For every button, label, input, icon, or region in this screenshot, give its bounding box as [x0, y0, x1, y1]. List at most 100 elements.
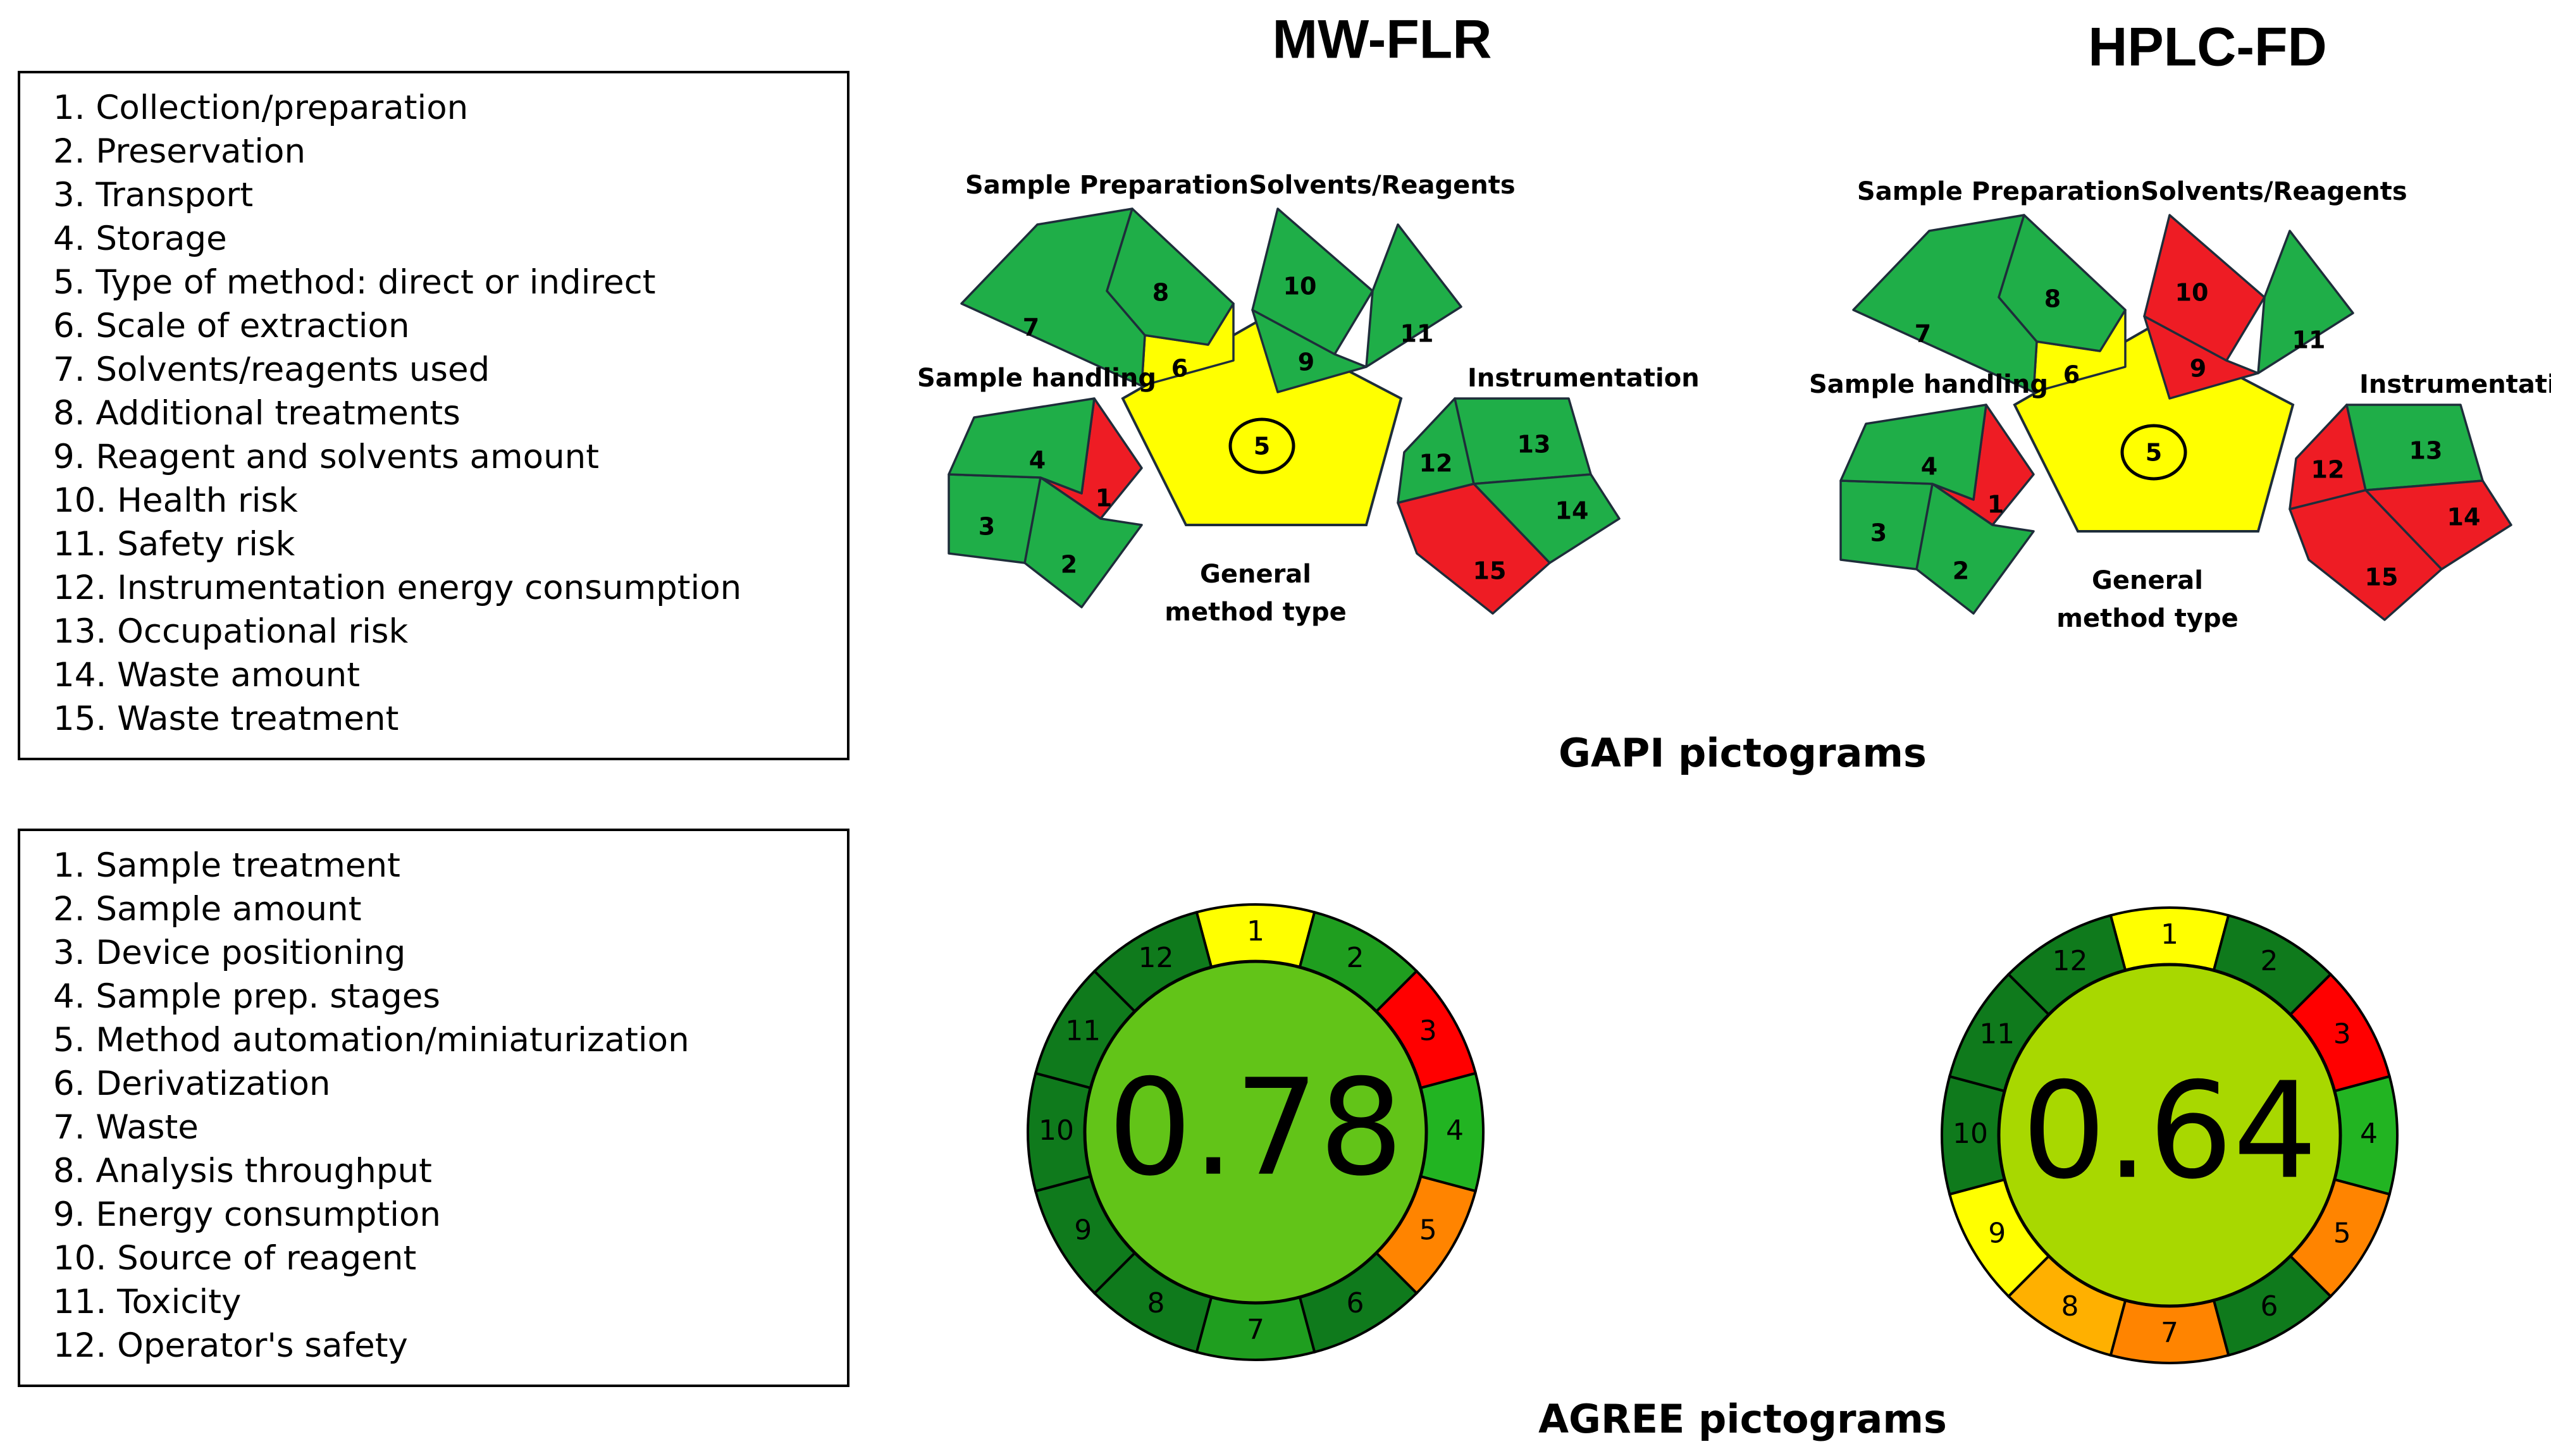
agree-segment-label-9: 9 [1988, 1218, 2006, 1250]
gapi-number-4: 4 [1921, 453, 1937, 481]
gapi-region-8 [1998, 214, 2127, 352]
agree-segment-label-11: 11 [1065, 1015, 1101, 1047]
agree-segment-label-2: 2 [1347, 942, 1364, 974]
gapi-region-4 [1839, 404, 1987, 501]
gapi-label-sample-handling: Sample handling [1809, 370, 2048, 399]
gapi-number-12: 12 [2311, 456, 2345, 484]
agree-legend-item: 9. Energy consumption [53, 1195, 441, 1234]
agree-segment-label-6: 6 [2261, 1290, 2278, 1323]
gapi-label-solvents-reagents: Solvents/Reagents [1249, 171, 1515, 200]
agree-segment-label-8: 8 [1147, 1287, 1165, 1319]
gapi-number-6: 6 [2063, 361, 2080, 389]
gapi-legend-item: 13. Occupational risk [53, 612, 409, 651]
gapi-number-8: 8 [1152, 279, 1169, 307]
gapi-legend-list: 1. Collection/preparation 2. Preservatio… [53, 86, 847, 741]
agree-legend-item: 12. Operator's safety [53, 1326, 408, 1365]
method-title-hplc: HPLC-FD [2088, 17, 2326, 78]
agree-segment-label-1: 1 [2161, 918, 2178, 951]
agree-segment-label-2: 2 [2261, 945, 2278, 977]
gapi-number-11: 11 [2292, 326, 2326, 354]
agree-segment-label-5: 5 [1419, 1214, 1437, 1247]
gapi-label-instrumentation: Instrumentation [1467, 364, 1700, 393]
gapi-number-10: 10 [1283, 273, 1317, 300]
gapi-number-11: 11 [1400, 320, 1434, 348]
gapi-number-12: 12 [1419, 450, 1453, 478]
gapi-center-oval [1228, 417, 1295, 474]
gapi-label-general: General [2092, 566, 2203, 595]
gapi-number-9: 9 [1298, 349, 1314, 376]
agree-segment-label-7: 7 [1247, 1314, 1264, 1346]
gapi-number-7: 7 [1023, 314, 1039, 342]
gapi-label-sample-preparation: Sample Preparation [1857, 177, 2140, 206]
gapi-legend-item: 7. Solvents/reagents used [53, 350, 490, 389]
gapi-label-solvents-reagents: Solvents/Reagents [2140, 177, 2407, 206]
agree-segment-label-6: 6 [1347, 1287, 1364, 1319]
gapi-legend-item: 5. Type of method: direct or indirect [53, 263, 656, 302]
agree-segment-label-5: 5 [2333, 1218, 2351, 1250]
gapi-caption: GAPI pictograms [1559, 730, 1927, 776]
gapi-label-sample-preparation: Sample Preparation [965, 171, 1249, 200]
gapi-number-1: 1 [1096, 484, 1112, 512]
gapi-legend-item: 4. Storage [53, 219, 227, 258]
gapi-region-15 [1397, 483, 1551, 615]
agree-segment-label-4: 4 [2360, 1118, 2378, 1150]
agree-segment-label-10: 10 [1039, 1114, 1074, 1147]
agree-legend-item: 8. Analysis throughput [53, 1152, 432, 1190]
gapi-region-15 [2288, 489, 2443, 621]
gapi-label-instrumentation: Instrumentation [2359, 370, 2551, 399]
gapi-region-8 [1106, 207, 1235, 346]
agree-score: 0.78 [1108, 1051, 1404, 1206]
agree-legend-item: 4. Sample prep. stages [53, 977, 440, 1016]
gapi-legend-item: 2. Preservation [53, 132, 306, 171]
gapi-legend-item: 3. Transport [53, 176, 254, 214]
agree-segment-label-10: 10 [1953, 1118, 1988, 1150]
agree-segment-label-7: 7 [2161, 1317, 2178, 1349]
gapi-number-7: 7 [1915, 320, 1931, 348]
gapi-center-oval [2120, 424, 2187, 481]
gapi-legend-item: 15. Waste treatment [53, 700, 399, 738]
agree-segment-label-3: 3 [2333, 1018, 2351, 1051]
agree-legend-item: 10. Source of reagent [53, 1239, 417, 1278]
gapi-number-10: 10 [2175, 279, 2209, 307]
gapi-number-15: 15 [1473, 557, 1507, 585]
gapi-region-10 [2143, 214, 2266, 362]
gapi-region-10 [1251, 207, 1374, 355]
gapi-label-method-type: method type [2056, 604, 2238, 633]
agree-segment-label-9: 9 [1074, 1214, 1092, 1247]
agree-score: 0.64 [2022, 1054, 2318, 1209]
agree-legend-list: 1. Sample treatment 2. Sample amount 3. … [53, 844, 847, 1367]
gapi-number-5: 5 [2146, 439, 2162, 467]
gapi-number-3: 3 [1870, 519, 1887, 547]
gapi-number-4: 4 [1029, 447, 1046, 474]
gapi-legend-item: 6. Scale of extraction [53, 307, 410, 345]
agree-legend-item: 3. Device positioning [53, 934, 406, 972]
gapi-number-2: 2 [1953, 557, 1969, 585]
gapi-number-2: 2 [1061, 551, 1077, 579]
gapi-number-9: 9 [2190, 355, 2206, 383]
agree-center [1083, 959, 1428, 1305]
agree-legend-item: 7. Waste [53, 1108, 199, 1147]
gapi-number-3: 3 [979, 513, 995, 541]
gapi-number-8: 8 [2044, 285, 2061, 313]
gapi-number-15: 15 [2365, 564, 2399, 591]
agree-legend-box: 1. Sample treatment 2. Sample amount 3. … [18, 829, 849, 1387]
agree-legend-item: 2. Sample amount [53, 890, 362, 929]
gapi-legend-item: 8. Additional treatments [53, 394, 460, 433]
agree-center [1997, 963, 2342, 1308]
gapi-legend-item: 10. Health risk [53, 481, 298, 520]
gapi-legend-item: 11. Safety risk [53, 525, 295, 564]
agree-legend-item: 1. Sample treatment [53, 846, 400, 885]
agree-segment-label-3: 3 [1419, 1015, 1437, 1047]
agree-legend-item: 6. Derivatization [53, 1064, 331, 1103]
gapi-legend-item: 1. Collection/preparation [53, 89, 469, 127]
gapi-legend-item: 12. Instrumentation energy consumption [53, 569, 742, 607]
method-title-mwflr: MW-FLR [1273, 9, 1492, 70]
gapi-number-14: 14 [1555, 497, 1589, 525]
gapi-region-11 [1365, 223, 1462, 368]
gapi-number-6: 6 [1171, 355, 1188, 383]
agree-legend-item: 11. Toxicity [53, 1283, 242, 1321]
